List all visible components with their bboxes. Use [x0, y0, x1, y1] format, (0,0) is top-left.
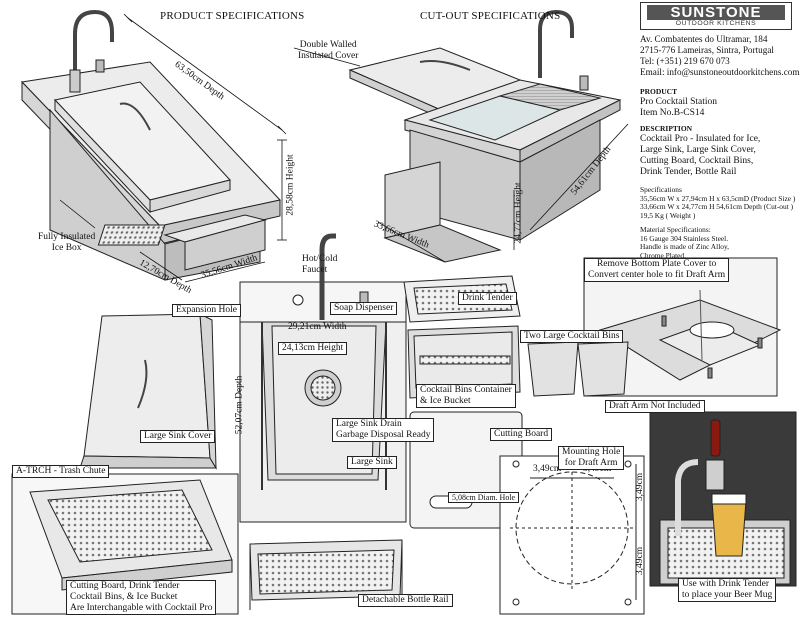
address-line-1: Av. Combatentes do Ultramar, 184: [640, 34, 768, 44]
bins-art: [403, 275, 629, 399]
spec-line: 33,66cm W x 24,77cm H 54,61cm Depth (Cut…: [640, 202, 794, 212]
cutout-dimension-lines: [293, 47, 629, 263]
description-line: Large Sink, Large Sink Cover,: [640, 145, 756, 156]
product-specs-heading: PRODUCT SPECIFICATIONS: [160, 10, 305, 22]
material-heading: Material Specifications:: [640, 225, 711, 234]
brand-name: SUNSTONE: [647, 5, 785, 20]
sink-depth-dimension: 52,07cm Depth: [234, 375, 245, 435]
large-sink-label: Large Sink: [347, 456, 397, 469]
hole-offset-c: 3,49cm: [635, 472, 646, 502]
sink-height-dimension: 24,13cm Height: [278, 342, 348, 355]
description-line: Drink Tender, Bottle Rail: [640, 167, 737, 178]
bins-container-label: Cocktail Bins Container & Ice Bucket: [416, 384, 516, 408]
interchangeable-note: Cutting Board, Drink Tender Cocktail Bin…: [66, 580, 217, 615]
mounting-plate: [499, 455, 645, 615]
product-block: PRODUCT Pro Cocktail Station Item No.B-C…: [640, 87, 718, 119]
draft-arm-photo: [649, 411, 797, 587]
product-line-2: Item No.B-CS14: [640, 108, 705, 119]
expansion-hole-label: Expansion Hole: [172, 304, 241, 317]
contact-block: Av. Combatentes do Ultramar, 184 2715-77…: [640, 34, 800, 77]
two-bins-label: Two Large Cocktail Bins: [520, 330, 624, 343]
specifications-heading: Specifications: [640, 185, 682, 194]
telephone: Tel: (+351) 219 670 073: [640, 55, 730, 66]
description-line: Cocktail Pro - Insulated for Ice,: [640, 133, 761, 144]
product-view: [20, 9, 281, 281]
remove-plate-label: Remove Bottom Plate Cover to Convert cen…: [584, 258, 730, 282]
cutout-specs-heading: CUT-OUT SPECIFICATIONS: [420, 10, 561, 22]
product-line-1: Pro Cocktail Station: [640, 96, 718, 107]
use-drink-tender-label: Use with Drink Tender to place your Beer…: [678, 578, 777, 602]
mounting-hole-label: Mounting Hole for Draft Arm: [558, 446, 625, 470]
address-line-2: 2715-776 Lameiras, Sintra, Portugal: [640, 44, 774, 55]
sink-cover: [79, 313, 217, 470]
sink-drain-label: Large Sink Drain Garbage Disposal Ready: [332, 418, 435, 442]
product-dimension-lines: [59, 13, 287, 283]
spec-line: 19,5 Kg ( Weight ): [640, 211, 696, 221]
specifications-block: Specifications 35,56cm W x 27,94cm H x 6…: [640, 185, 796, 221]
fully-insulated-label: Fully Insulated Ice Box: [38, 232, 96, 253]
height-cutout-dimension: 24,77cm Height: [513, 182, 524, 244]
description-line: Cutting Board, Cocktail Bins,: [640, 156, 754, 167]
cutting-board-label: Cutting Board: [490, 428, 553, 441]
hole-diameter-label: 5,08cm Diam. Hole: [448, 492, 520, 504]
email: Email: info@sunstoneoutdoorkitchens.com: [640, 66, 800, 77]
cutout-view: [348, 9, 622, 263]
material-line: 16 Gauge 304 Stainless Steel.: [640, 233, 729, 243]
description-heading: DESCRIPTION: [640, 124, 693, 133]
sink-width-dimension: 29,21cm Width: [288, 322, 347, 332]
bottle-rail-label: Detachable Bottle Rail: [358, 594, 453, 607]
brand-logo: SUNSTONE OUTDOOR KITCHENS: [640, 2, 792, 30]
material-block: Material Specifications: 16 Gauge 304 St…: [640, 225, 730, 261]
large-sink-cover-label: Large Sink Cover: [140, 430, 216, 443]
double-walled-label: Double Walled Insulated Cover: [298, 40, 359, 61]
trash-chute-label: A-TRCH - Trash Chute: [12, 465, 110, 478]
hot-cold-faucet-label: Hot/Cold Faucet: [302, 254, 338, 275]
product-heading: PRODUCT: [640, 87, 678, 96]
material-line: Handle is made of Zinc Alloy,: [640, 242, 730, 252]
description-block: DESCRIPTION Cocktail Pro - Insulated for…: [640, 124, 761, 179]
large-sink: [239, 233, 407, 523]
brand-sub: OUTDOOR KITCHENS: [675, 20, 757, 27]
draft-arm-label: Draft Arm Not Included: [605, 400, 705, 413]
hole-offset-d: 3,49cm: [635, 546, 646, 576]
material-line: Chrome Plated.: [640, 251, 686, 261]
soap-dispenser-label: Soap Dispenser: [330, 302, 398, 315]
spec-line: 35,56cm W x 27,94cm H x 63,5cmD (Product…: [640, 193, 796, 203]
height-product-dimension: 28,58cm Height: [285, 154, 296, 216]
hole-offset-a: 3,49cm: [533, 464, 562, 474]
drink-tender-label: Drink Tender: [458, 292, 517, 305]
